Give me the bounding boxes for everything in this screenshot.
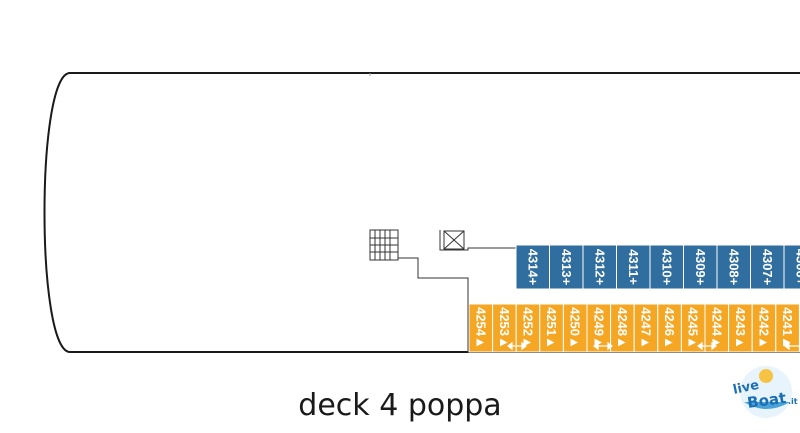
svg-text:live: live <box>732 378 761 398</box>
svg-text:Boat: Boat <box>746 389 787 412</box>
blue-cabin-4311: 4311+ <box>616 244 651 290</box>
cabin-number: 4254▲ <box>473 307 488 349</box>
cabin-number: 4250▲ <box>568 307 583 349</box>
cabin-box <box>616 244 651 290</box>
cabin-number: 4252▲ <box>521 307 536 349</box>
orange-cabin-4242: 4242▲ <box>751 303 777 353</box>
cabin-number: 4248▲ <box>615 307 630 349</box>
cabin-number: 4314+ <box>525 249 540 286</box>
cabin-number: 4247▲ <box>639 307 654 349</box>
cabin-number: 4246▲ <box>662 307 677 349</box>
corridor-outline <box>397 230 516 352</box>
cabin-number: 4311+ <box>626 249 641 285</box>
cabin-box <box>775 303 800 353</box>
cabin-box <box>716 244 751 290</box>
cabin-number: 4249▲ <box>591 307 606 349</box>
cabin-box <box>649 244 684 290</box>
orange-cabin-4246: 4246▲ <box>657 303 682 353</box>
liveboat-logo: live Boat .it <box>732 366 798 418</box>
blue-cabin-4309: 4309+ <box>683 244 718 290</box>
blue-cabin-row: 4314+ 4313+ 4312+ 4311+ 4310+ 4309+ 4308+ 4307+… <box>515 244 800 290</box>
orange-cabin-4243: 4243▲ <box>728 303 753 353</box>
cabin-number: 4306+ <box>793 249 800 286</box>
cabin-number: 4243▲ <box>733 307 748 349</box>
cabin-number: 4241▲ <box>780 307 795 349</box>
cabin-number: 4308+ <box>726 249 741 286</box>
blue-cabin-4314: 4314+ <box>515 244 550 290</box>
blue-cabin-4310: 4310+ <box>649 244 684 290</box>
cabin-number: 4245▲ <box>686 307 701 349</box>
blue-cabin-4306: 4306+ <box>783 244 800 290</box>
blue-cabin-4313: 4313+ <box>549 244 584 290</box>
connecting-door-icons <box>507 341 800 351</box>
cabin-box <box>783 244 800 290</box>
cabin-number: 4253▲ <box>497 307 512 349</box>
staircase <box>369 229 399 261</box>
cabin-number: 4244▲ <box>709 307 724 349</box>
cabin-number: 4251▲ <box>544 307 559 349</box>
orange-cabin-4254: 4254▲ <box>468 303 494 353</box>
cabin-number: 4309+ <box>693 249 708 286</box>
orange-cabin-4245: 4245▲ <box>680 303 706 353</box>
orange-cabin-4244: 4244▲ <box>704 303 730 353</box>
orange-cabin-4253: 4253▲ <box>492 303 517 353</box>
blue-cabin-4307: 4307+ <box>750 244 785 290</box>
orange-cabin-4249: 4249▲ <box>586 303 612 353</box>
cabin-number: 4310+ <box>659 249 674 286</box>
orange-cabin-4248: 4248▲ <box>610 303 635 353</box>
orange-cabin-4241: 4241▲ <box>775 303 800 353</box>
orange-cabin-4247: 4247▲ <box>633 303 659 353</box>
cabin-number: 4307+ <box>760 249 775 286</box>
orange-cabin-row: 4254▲ 4253▲ 4252▲ 4251▲ 4250▲ 4249▲ 4248▲ 4247▲… <box>468 303 800 353</box>
svg-text:.it: .it <box>788 397 798 406</box>
cabin-box <box>683 244 718 290</box>
blue-cabin-4308: 4308+ <box>716 244 751 290</box>
orange-cabin-4250: 4250▲ <box>562 303 588 353</box>
orange-cabin-4252: 4252▲ <box>515 303 541 353</box>
cabin-number: 4242▲ <box>757 307 772 349</box>
hull-outline <box>43 72 800 353</box>
blue-cabin-4312: 4312+ <box>582 244 617 290</box>
elevator-icon <box>443 230 465 250</box>
cabin-number: 4312+ <box>592 249 607 286</box>
deck-title: deck 4 poppa <box>298 388 502 423</box>
cabin-number: 4313+ <box>559 249 574 286</box>
orange-cabin-4251: 4251▲ <box>539 303 564 353</box>
